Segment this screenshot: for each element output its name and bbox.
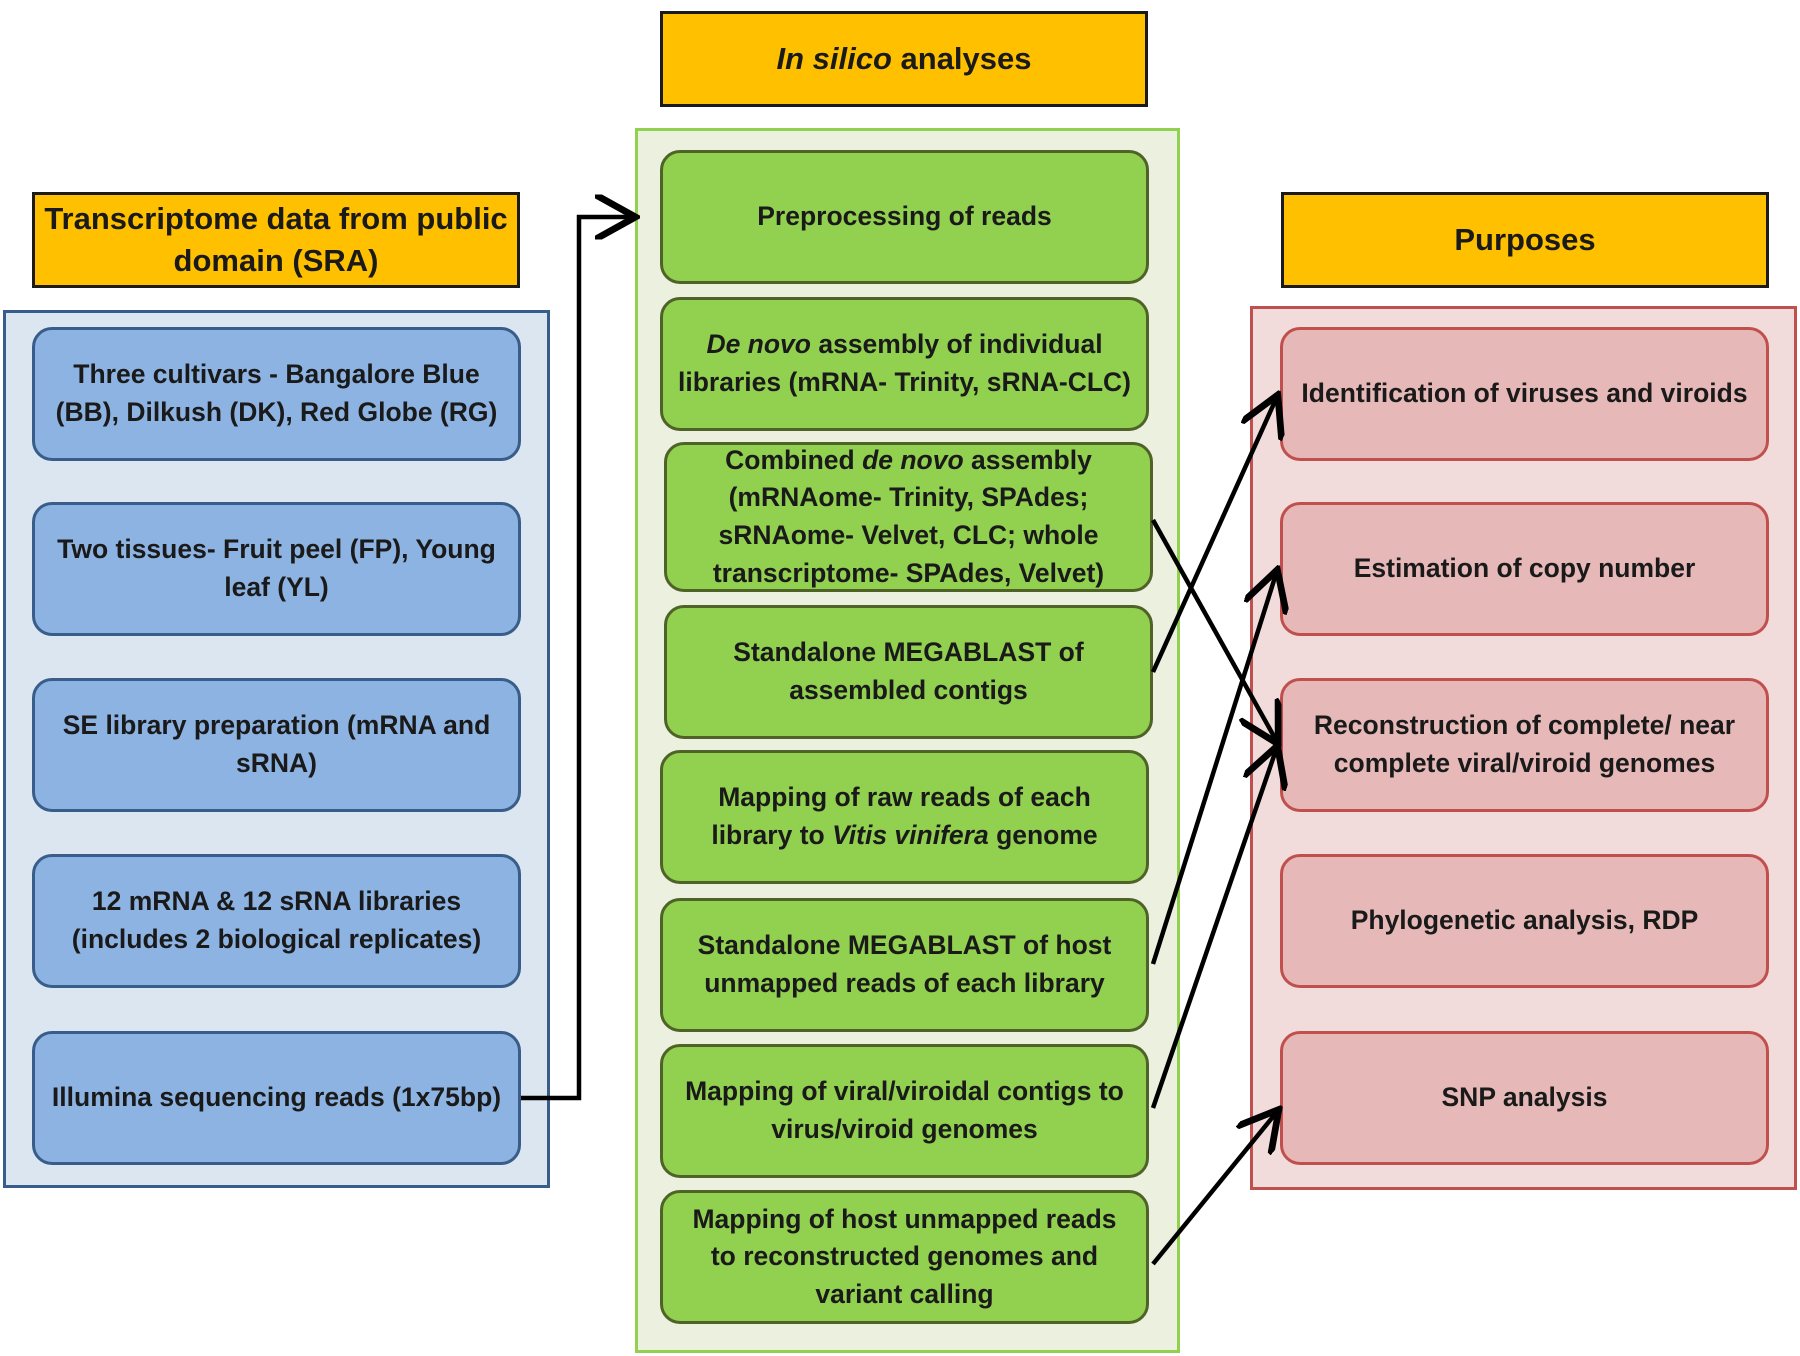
box-megablast-unmapped-text: Standalone MEGABLAST of host unmapped re…: [697, 930, 1112, 998]
box-se-library-text: SE library preparation (mRNA and sRNA): [62, 710, 491, 778]
combined-rest: assembly (mRNAome- Trinity, SPAdes; sRNA…: [712, 444, 1105, 588]
box-preprocessing: Preprocessing of reads: [660, 150, 1149, 284]
header-in-silico-text: In silico analyses: [776, 38, 1031, 80]
box-three-cultivars: Three cultivars - Bangalore Blue (BB), D…: [32, 327, 521, 461]
header-purposes-text: Purposes: [1454, 222, 1596, 258]
box-mapping-raw-reads-text: Mapping of raw reads of each library to …: [677, 779, 1132, 854]
box-snp-analysis: SNP analysis: [1280, 1031, 1769, 1165]
box-identification-text: Identification of viruses and viroids: [1301, 378, 1748, 409]
header-purposes: Purposes: [1281, 192, 1769, 288]
box-reconstruction: Reconstruction of complete/ near complet…: [1280, 678, 1769, 812]
header-in-silico-italic: In silico: [776, 41, 892, 77]
mapping-raw-prefix: Mapping of raw reads of each library to: [711, 782, 1091, 850]
box-preprocessing-text: Preprocessing of reads: [757, 201, 1052, 232]
box-libraries-count-text: 12 mRNA & 12 sRNA libraries (includes 2 …: [71, 886, 482, 954]
box-se-library-preparation: SE library preparation (mRNA and sRNA): [32, 678, 521, 812]
box-megablast-contigs-text: Standalone MEGABLAST of assembled contig…: [733, 637, 1084, 705]
de-novo-rest: assembly of individual libraries (mRNA- …: [678, 329, 1131, 397]
box-mapping-raw-reads: Mapping of raw reads of each library to …: [660, 750, 1149, 884]
combined-prefix: Combined: [725, 444, 863, 475]
arrow-mapping-viral-to-reconstruction: [1150, 750, 1276, 1109]
box-mapping-host-text: Mapping of host unmapped reads to recons…: [692, 1203, 1117, 1309]
box-reconstruction-text: Reconstruction of complete/ near complet…: [1313, 710, 1736, 778]
arrow-megablast-unmapped-to-copy-number: [1150, 574, 1276, 965]
arrow-illumina-to-preprocessing: [521, 217, 631, 1101]
combined-italic: de novo: [862, 444, 964, 475]
arrow-combined-to-reconstruction: [1151, 518, 1276, 740]
box-phylogenetic-text: Phylogenetic analysis, RDP: [1350, 905, 1699, 936]
box-megablast-unmapped: Standalone MEGABLAST of host unmapped re…: [660, 898, 1149, 1032]
box-de-novo-individual: De novo assembly of individual libraries…: [660, 297, 1149, 431]
box-combined-de-novo: Combined de novo assembly (mRNAome- Trin…: [664, 442, 1153, 592]
box-two-tissues: Two tissues- Fruit peel (FP), Young leaf…: [32, 502, 521, 636]
box-three-cultivars-text: Three cultivars - Bangalore Blue (BB), D…: [55, 359, 498, 427]
box-copy-number-text: Estimation of copy number: [1353, 553, 1696, 584]
box-megablast-contigs: Standalone MEGABLAST of assembled contig…: [664, 605, 1153, 739]
header-transcriptome-data: Transcriptome data from public domain (S…: [32, 192, 520, 288]
mapping-raw-rest: genome: [988, 820, 1098, 850]
box-phylogenetic: Phylogenetic analysis, RDP: [1280, 854, 1769, 988]
box-mapping-viral-text: Mapping of viral/viroidal contigs to vir…: [685, 1076, 1124, 1144]
box-illumina-text: Illumina sequencing reads (1x75bp): [51, 1082, 502, 1113]
box-mapping-host-unmapped: Mapping of host unmapped reads to recons…: [660, 1190, 1149, 1324]
vitis-vinifera-italic: Vitis vinifera: [832, 820, 989, 850]
box-illumina-sequencing: Illumina sequencing reads (1x75bp): [32, 1031, 521, 1165]
box-two-tissues-text: Two tissues- Fruit peel (FP), Young leaf…: [57, 534, 496, 602]
box-combined-de-novo-text: Combined de novo assembly (mRNAome- Trin…: [681, 442, 1136, 593]
arrow-mapping-host-to-snp: [1151, 1113, 1276, 1266]
header-transcriptome-data-text: Transcriptome data from public domain (S…: [44, 201, 508, 278]
box-snp-text: SNP analysis: [1441, 1082, 1608, 1113]
de-novo-italic: De novo: [706, 329, 811, 360]
header-in-silico-analyses: In silico analyses: [660, 11, 1148, 107]
box-mapping-viral-contigs: Mapping of viral/viroidal contigs to vir…: [660, 1044, 1149, 1178]
box-libraries-count: 12 mRNA & 12 sRNA libraries (includes 2 …: [32, 854, 521, 988]
arrow-megablast-contigs-to-identification: [1150, 399, 1276, 673]
box-de-novo-individual-text: De novo assembly of individual libraries…: [677, 326, 1132, 401]
header-analyses-word: analyses: [891, 41, 1032, 77]
